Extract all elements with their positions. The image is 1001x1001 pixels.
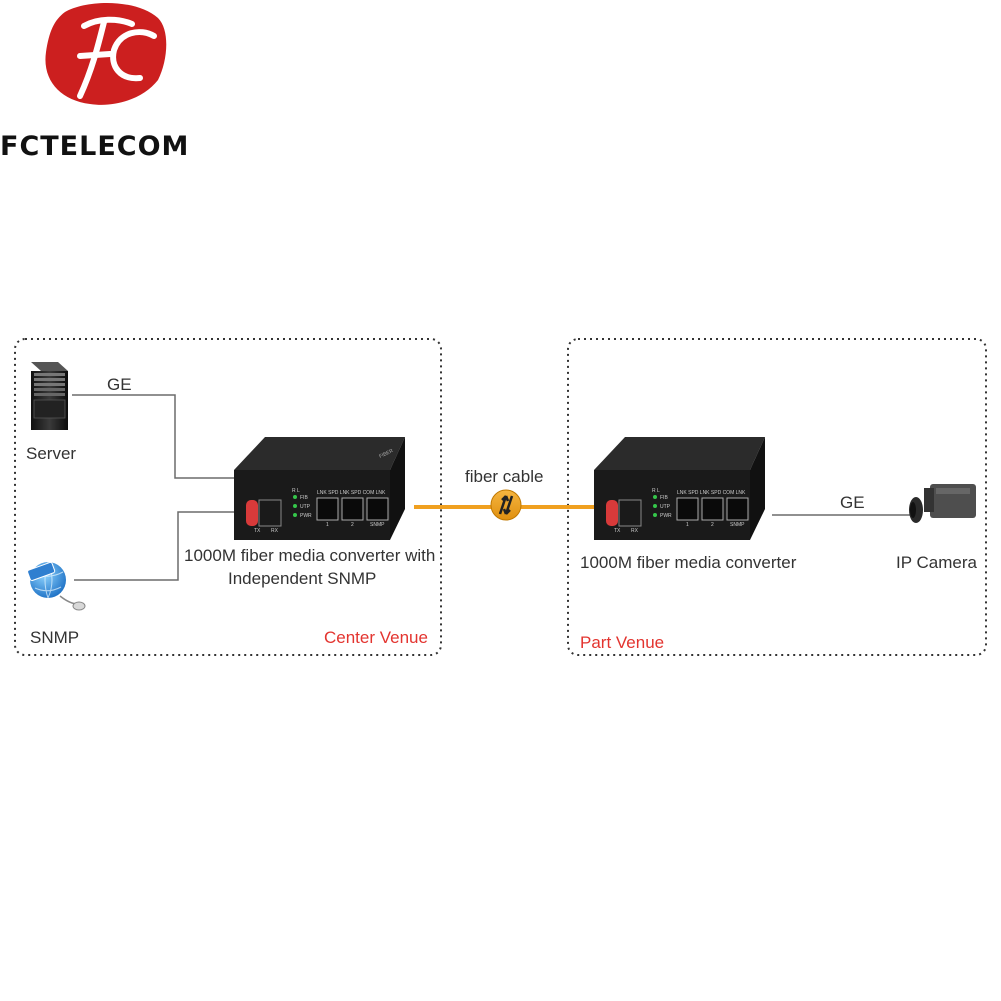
svg-text:1: 1: [326, 522, 329, 528]
svg-text:UTP: UTP: [300, 504, 311, 510]
snmp-label: SNMP: [30, 628, 80, 647]
svg-text:PWR: PWR: [300, 513, 312, 519]
svg-text:FIBER: FIBER: [378, 448, 394, 460]
svg-text:RX: RX: [631, 528, 639, 534]
logo-f-bar: [77, 51, 113, 59]
server-label: Server: [26, 444, 77, 463]
part-venue-title: Part Venue: [580, 633, 665, 652]
svg-text:RX: RX: [271, 528, 279, 534]
ip-camera-icon: [909, 484, 976, 523]
fiber-cable-label: fiber cable: [465, 467, 544, 486]
svg-text:LNK SPD LNK SPD COM LNK: LNK SPD LNK SPD COM LNK: [677, 490, 746, 496]
svg-text:2: 2: [351, 522, 354, 528]
camera-link-label: GE: [840, 493, 865, 512]
center-venue-border: [14, 338, 442, 656]
fiber-transfer-icon: [490, 489, 522, 521]
svg-text:SNMP: SNMP: [370, 522, 385, 528]
svg-text:UTP: UTP: [660, 504, 671, 510]
svg-text:R L: R L: [652, 488, 660, 494]
center-converter-device: FIBER TX RX R L FIB UTP PWR LNK SPD LNK …: [234, 437, 405, 540]
part-converter-caption: 1000M fiber media converter: [580, 553, 797, 572]
center-venue-title: Center Venue: [324, 628, 428, 647]
snmp-link-line: [74, 511, 238, 581]
server-icon: [31, 362, 68, 430]
part-converter-device: TX RX R L FIB UTP PWR LNK SPD LNK SPD CO…: [594, 437, 765, 540]
svg-text:2: 2: [711, 522, 714, 528]
center-converter-caption-line1: 1000M fiber media converter with: [184, 546, 436, 565]
center-converter-caption-line2: Independent SNMP: [228, 569, 377, 588]
svg-text:TX: TX: [614, 528, 621, 534]
server-link-line: [72, 394, 238, 479]
svg-text:1: 1: [686, 522, 689, 528]
svg-text:R L: R L: [292, 488, 300, 494]
logo-f-stroke: [81, 16, 135, 29]
svg-text:SNMP: SNMP: [730, 522, 745, 528]
brand-logo: [45, 2, 167, 105]
svg-text:FIB: FIB: [660, 495, 668, 501]
brand-name: FCTELECOM: [0, 131, 190, 162]
svg-text:FIB: FIB: [300, 495, 308, 501]
snmp-globe-icon: [27, 561, 86, 611]
svg-text:TX: TX: [254, 528, 261, 534]
svg-text:LNK SPD LNK SPD COM LNK: LNK SPD LNK SPD COM LNK: [317, 490, 386, 496]
server-link-label: GE: [107, 375, 132, 394]
logo-f-stem: [77, 19, 107, 99]
part-venue-border: [567, 338, 987, 656]
svg-text:PWR: PWR: [660, 513, 672, 519]
logo-c-stroke: [110, 29, 157, 82]
ip-camera-label: IP Camera: [896, 553, 977, 572]
